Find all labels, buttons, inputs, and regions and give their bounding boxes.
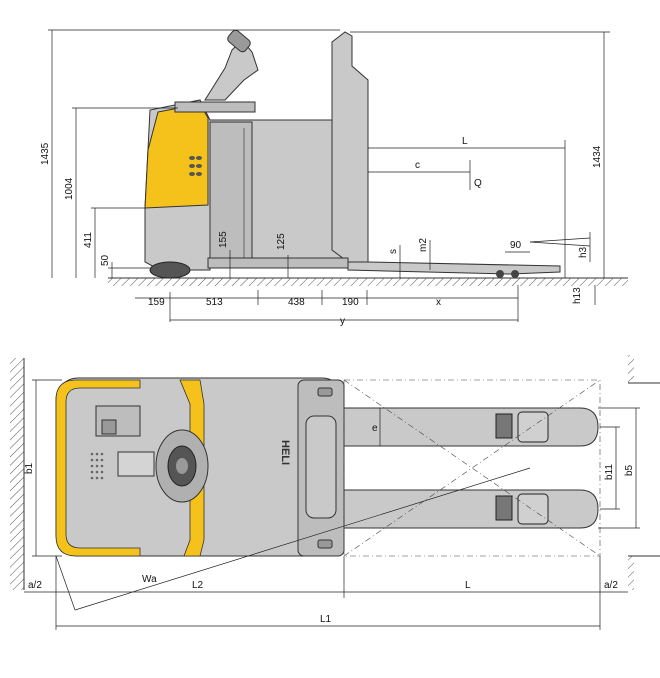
dim-Wa: Wa: [142, 574, 157, 585]
dim-y: y: [340, 316, 345, 327]
brand-logo: HELI: [279, 440, 291, 465]
dim-Q: Q: [474, 178, 482, 189]
dim-90: 90: [510, 240, 522, 251]
dim-a2-right: a/2: [604, 580, 618, 591]
left-wall: [10, 358, 24, 590]
dim-190: 190: [342, 297, 359, 308]
dim-e: e: [372, 423, 378, 434]
pallet-outline: [343, 379, 601, 557]
dim-b1: b1: [24, 462, 35, 474]
fork-lower: [343, 489, 599, 529]
load-backrest: [331, 31, 369, 263]
speaker-dots: [90, 452, 104, 480]
load-wheel-upper: [495, 411, 549, 443]
drive-wheel: [149, 261, 191, 279]
tiller-handle: [227, 29, 251, 53]
dim-438: 438: [288, 297, 305, 308]
dim-125: 125: [276, 233, 287, 250]
load-wheel: [496, 270, 504, 278]
fork-upper: [343, 407, 599, 447]
dim-x: x: [436, 297, 441, 308]
tiller-arm: [204, 39, 259, 101]
dim-1435: 1435: [40, 142, 51, 165]
dim-513: 513: [206, 297, 223, 308]
dim-s: s: [388, 249, 399, 254]
tiller-head: [155, 429, 209, 503]
dim-L2: L2: [192, 580, 204, 591]
top-view: HELI: [10, 355, 660, 630]
dim-L-top: L: [465, 580, 471, 591]
dim-c: c: [415, 160, 420, 171]
dim-m2: m2: [418, 238, 429, 252]
dim-L-side: L: [462, 136, 468, 147]
platform: [207, 257, 349, 269]
ground-hatch: [108, 278, 628, 286]
dim-411: 411: [83, 232, 94, 248]
dim-1004: 1004: [64, 177, 75, 200]
dim-a2-left: a/2: [28, 580, 42, 591]
dim-b11: b11: [604, 464, 615, 480]
load-wheel-lower: [495, 493, 549, 525]
right-wall-top: [628, 355, 634, 383]
dim-h3: h3: [578, 246, 589, 258]
dim-159: 159: [148, 297, 165, 308]
dim-b5: b5: [624, 464, 635, 476]
dim-h13: h13: [572, 287, 583, 304]
vent-slots: [189, 156, 202, 176]
operator-compartment: [209, 121, 253, 261]
dim-1434: 1434: [592, 145, 603, 168]
yellow-bumper: [55, 379, 141, 557]
dim-50: 50: [100, 254, 111, 266]
right-wall-bottom: [628, 556, 634, 590]
dim-L1: L1: [320, 614, 332, 625]
dim-155: 155: [218, 231, 229, 248]
fork: [347, 261, 561, 275]
side-view: 1435 1004 411 50 155 125 1434 L c Q s m2…: [40, 29, 628, 327]
